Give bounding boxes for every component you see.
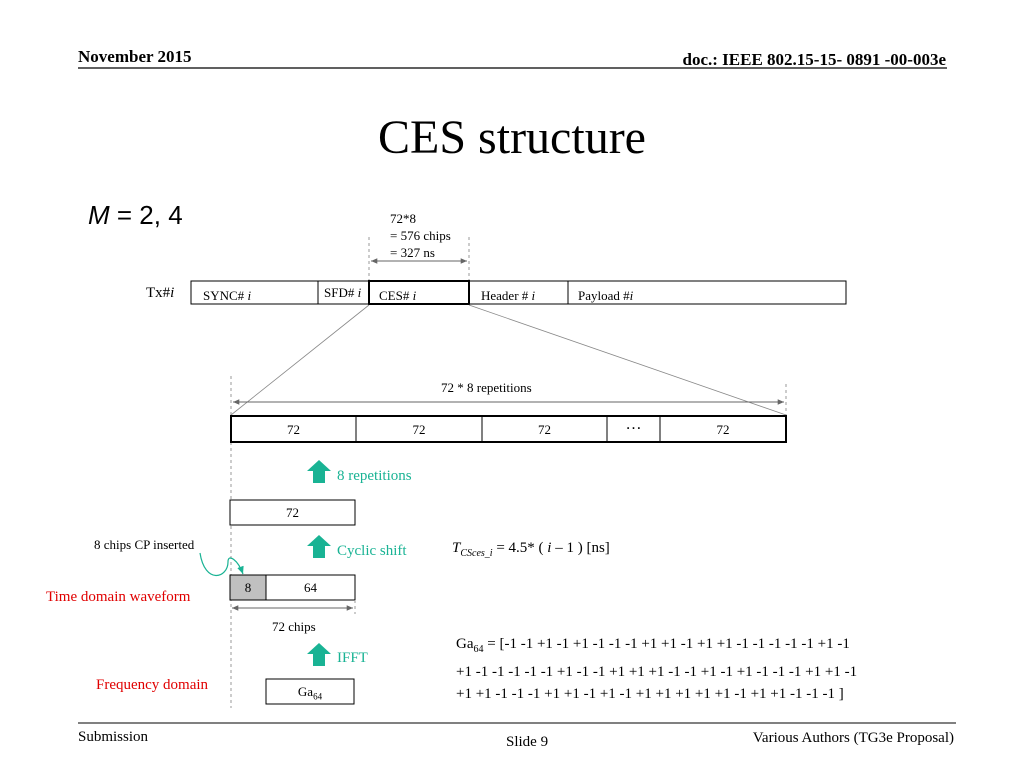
tx-label-var: i	[170, 285, 175, 301]
payload-field: Payload #i	[578, 288, 633, 304]
ga-seq-sub: 64	[473, 644, 484, 655]
footer-submission: Submission	[78, 729, 149, 745]
data-block-label: 64	[304, 580, 317, 595]
ces-field-box	[368, 280, 470, 305]
cp-block-label: 8	[244, 580, 252, 595]
header-doc-id: doc.: IEEE 802.15-15- 0891 -00-003e	[682, 50, 946, 69]
tx-frame	[190, 280, 847, 305]
zoom-line-left	[230, 304, 370, 416]
rep-block-1: 72	[287, 422, 300, 437]
sfd-field-var: i	[357, 285, 362, 300]
ces-field: CES# i	[379, 288, 416, 304]
repetition-row	[230, 415, 787, 443]
ces-length-line3: = 327 ns	[390, 245, 435, 260]
ga-seq-base: Ga	[456, 636, 474, 652]
sync-field: SYNC# i	[203, 288, 251, 304]
frequency-domain-label: Frequency domain	[96, 677, 209, 693]
sync-field-text: SYNC#	[203, 288, 248, 303]
tx-label: Tx#i	[146, 285, 174, 302]
cp-insert-arrow	[199, 552, 244, 576]
rep-block-3: 72	[538, 422, 551, 437]
footer-authors: Various Authors (TG3e Proposal)	[752, 730, 954, 746]
payload-field-var: i	[629, 288, 634, 303]
ga64-seq-line2: +1 -1 -1 -1 -1 -1 +1 -1 -1 +1 +1 +1 -1 -…	[456, 664, 858, 680]
header-date: November 2015	[78, 47, 192, 66]
rep-block-2: 72	[412, 422, 426, 437]
header-field-var: i	[531, 288, 536, 303]
formula-t: T	[452, 540, 461, 556]
repetitions-label: 72 * 8 repetitions	[441, 380, 532, 395]
chips-label: 72 chips	[272, 619, 316, 634]
up-arrow-icon-ifft	[307, 643, 331, 666]
up-arrow-icon-repetitions	[307, 460, 331, 483]
rep-ellipsis: …	[625, 416, 642, 433]
sync-field-var: i	[247, 288, 252, 303]
time-domain-label: Time domain waveform	[46, 589, 191, 605]
ga64-seq-line3: +1 +1 -1 -1 -1 +1 +1 -1 +1 -1 +1 +1 +1 +…	[456, 686, 844, 702]
zoom-line-right	[468, 304, 787, 416]
ga64-block-label: Ga64	[266, 684, 354, 702]
formula-i: i	[547, 540, 552, 556]
cp-note: 8 chips CP inserted	[94, 537, 195, 552]
step-8-repetitions: 8 repetitions	[337, 468, 412, 484]
ga-seq-line1-text: = [-1 -1 +1 -1 +1 -1 -1 -1 +1 +1 -1 +1 +…	[483, 636, 850, 652]
payload-field-text: Payload #	[578, 288, 630, 303]
ces-length-note: 72*8 = 576 chips = 327 ns	[390, 210, 451, 261]
formula-tail: – 1 ) [ns]	[551, 540, 610, 556]
header-field: Header # i	[481, 288, 535, 304]
sfd-field: SFD# i	[324, 285, 361, 301]
sfd-field-text: SFD#	[324, 285, 358, 300]
step-cyclic-shift: Cyclic shift	[337, 543, 407, 559]
ga64-sequence: Ga64 = [-1 -1 +1 -1 +1 -1 -1 -1 +1 +1 -1…	[456, 633, 857, 705]
ces-length-line1: 72*8	[390, 211, 416, 226]
m-values: = 2, 4	[109, 200, 183, 230]
single-block-label: 72	[286, 505, 299, 520]
formula-subscript: CSces_i	[460, 548, 493, 559]
ga-block-base: Ga	[297, 684, 314, 699]
step-ifft: IFFT	[337, 650, 368, 666]
data-64-block	[265, 574, 356, 601]
footer-slide-number: Slide 9	[506, 734, 549, 750]
slide-title: CES structure	[378, 111, 646, 164]
formula-eq: = 4.5* (	[492, 540, 548, 556]
m-parameter-label: M = 2, 4	[88, 200, 183, 231]
up-arrow-icon-cyclic	[307, 535, 331, 558]
ga64-block	[265, 678, 355, 705]
tx-label-prefix: Tx#	[146, 285, 171, 301]
ga64-seq-line1: Ga64 = [-1 -1 +1 -1 +1 -1 -1 -1 +1 +1 -1…	[456, 633, 857, 661]
cyclic-shift-formula: TCSces_i = 4.5* ( i – 1 ) [ns]	[452, 540, 610, 559]
ga-block-sub: 64	[313, 691, 323, 702]
ces-field-text: CES#	[379, 288, 413, 303]
header-field-text: Header #	[481, 288, 532, 303]
ces-length-line2: = 576 chips	[390, 228, 451, 243]
rep-block-4: 72	[716, 422, 730, 437]
m-variable: M	[88, 200, 110, 230]
ces-field-var: i	[412, 288, 417, 303]
single-72-block	[229, 499, 356, 526]
